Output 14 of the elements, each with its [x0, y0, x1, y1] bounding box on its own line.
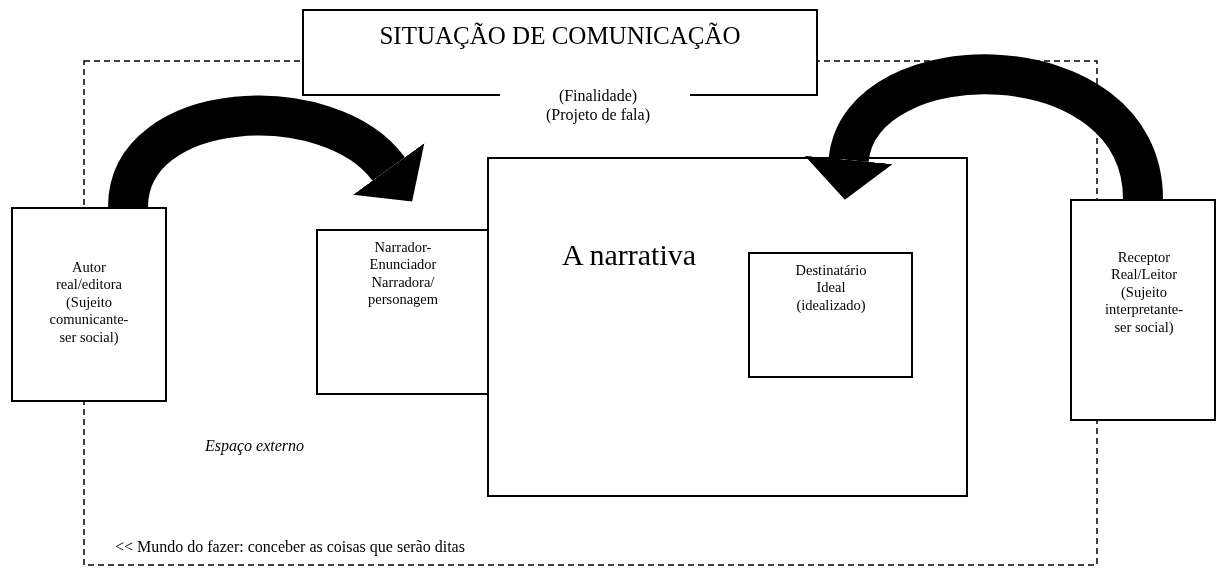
node-label: Autor real/editora (Sujeito comunicante-ser social) [48, 259, 130, 346]
node-label: Narrador-Enunciador Narradora/ personagem [366, 239, 440, 309]
node-label: Receptor Real/Leitor (Sujeito interpretante-ser social) [1103, 249, 1185, 336]
title-text: SITUAÇÃO DE COMUNICAÇÃO [378, 21, 742, 51]
text-box [11, 207, 167, 402]
space-label: Espaço externo [205, 436, 306, 456]
text-box [1070, 199, 1216, 421]
purpose-text: (Finalidade) (Projeto de fala) [545, 86, 651, 125]
text-box [748, 252, 913, 378]
text-box [316, 229, 489, 395]
text-box [487, 157, 968, 497]
note-text: << Mundo do fazer: conceber as coisas que serão ditas [115, 537, 466, 557]
node-label: Destinatário Ideal (idealizado) [794, 262, 868, 315]
node-label: A narrativa [560, 237, 698, 273]
